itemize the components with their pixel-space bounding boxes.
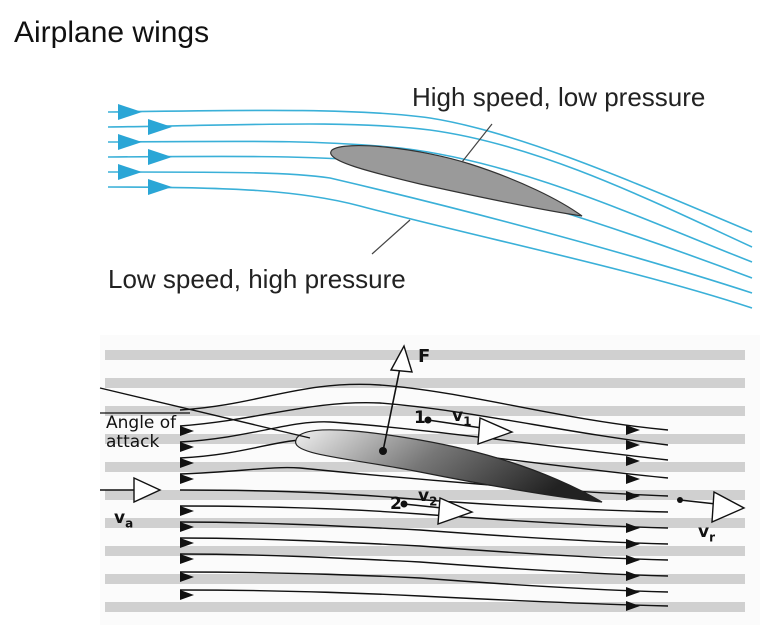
- airfoil-top: [330, 144, 583, 217]
- flow-arrow: [148, 179, 172, 195]
- flow-arrow: [118, 134, 142, 150]
- top-flow-arrows: [118, 104, 172, 195]
- flow-arrow: [118, 104, 142, 120]
- airfoil-bottom: [295, 429, 603, 503]
- flow-arrow: [148, 149, 172, 165]
- angle-label-line2: attack: [106, 432, 160, 452]
- lower-surface-label: Low speed, high pressure: [108, 264, 406, 294]
- point-2-label: 2: [390, 494, 402, 514]
- angle-of-attack-label: Angle of attack: [106, 414, 176, 452]
- flow-arrow: [148, 119, 172, 135]
- vr-arrowhead: [711, 490, 746, 524]
- streamline-1: [107, 109, 753, 233]
- streamline-3: [107, 140, 753, 263]
- v2-label: v2: [418, 486, 438, 509]
- upper-pointer-line: [461, 123, 493, 163]
- v1-line: [427, 419, 483, 429]
- upper-surface-label: High speed, low pressure: [412, 82, 706, 112]
- v2-line: [403, 503, 443, 509]
- force-arrowhead: [389, 344, 413, 373]
- flow-arrow: [118, 164, 142, 180]
- vr-line: [679, 499, 717, 505]
- streamline-5: [107, 171, 753, 294]
- vr-label: vr: [698, 522, 716, 545]
- chord-line: [99, 387, 311, 439]
- v1-arrowhead: [477, 416, 514, 446]
- lower-pointer-line: [371, 219, 411, 255]
- v2-arrowhead: [437, 496, 474, 526]
- streamline-6: [107, 186, 753, 309]
- streamline-2: [107, 123, 753, 248]
- force-label: F: [418, 346, 431, 367]
- angle-label-line1: Angle of: [106, 413, 177, 433]
- page-title: Airplane wings: [14, 16, 210, 49]
- bottom-flow-arrows: [180, 425, 640, 611]
- point-1-label: 1: [414, 408, 426, 428]
- v1-label: v1: [452, 406, 472, 429]
- va-arrowhead: [133, 476, 162, 504]
- va-label: va: [114, 508, 134, 531]
- force-line: [382, 367, 401, 452]
